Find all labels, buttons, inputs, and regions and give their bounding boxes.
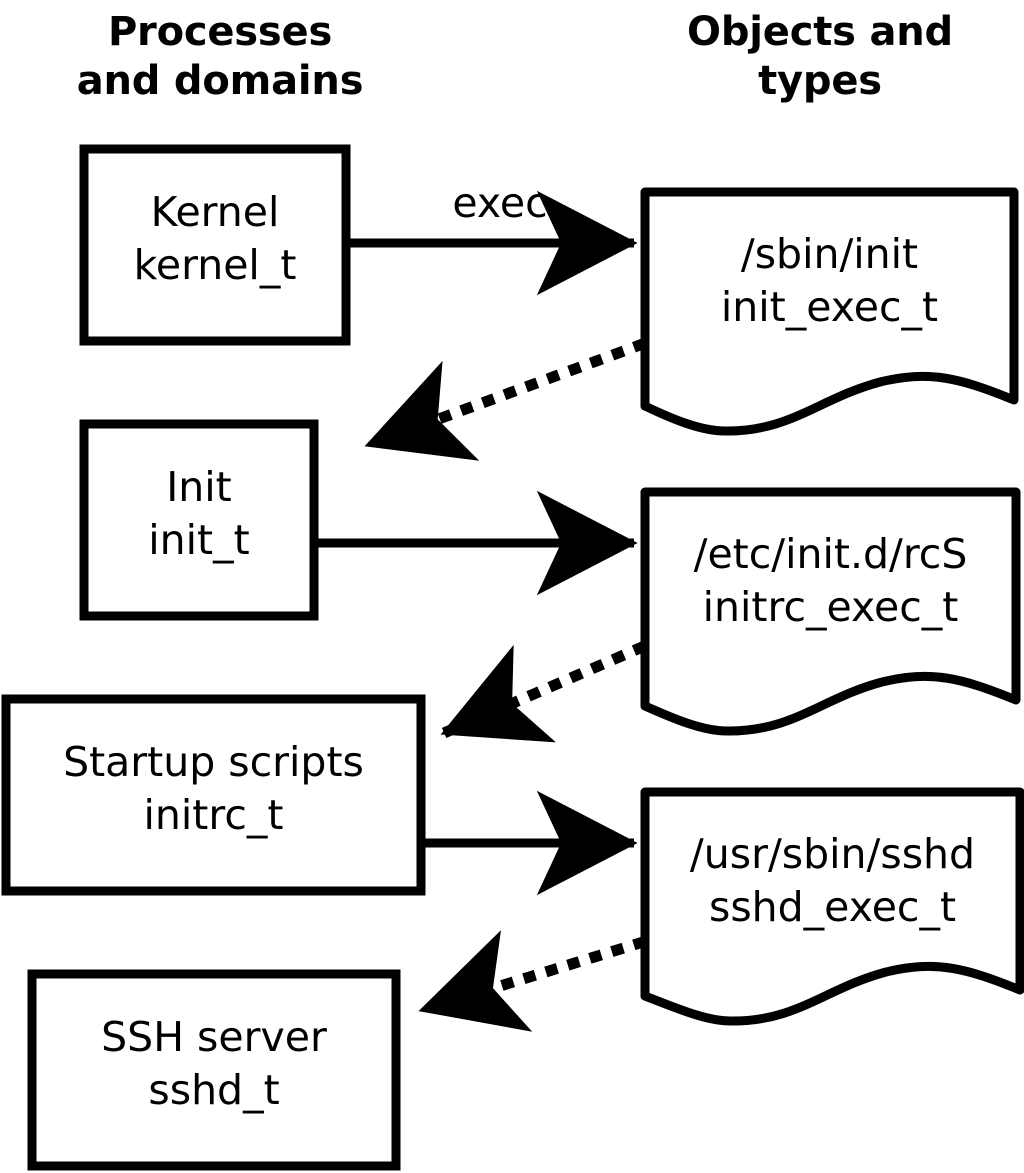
node-label-init-exec: /sbin/init init_exec_t bbox=[645, 228, 1014, 334]
node-label-initrc-exec: /etc/init.d/rcS initrc_exec_t bbox=[645, 528, 1016, 634]
node-label-init-exec-line1: /sbin/init bbox=[740, 230, 919, 278]
node-label-kernel-line2: kernel_t bbox=[133, 241, 297, 289]
node-label-init-line1: Init bbox=[166, 463, 232, 511]
node-label-initrc-line1: Startup scripts bbox=[63, 738, 364, 786]
edge-transition-sshd-exec-to-sshd[interactable] bbox=[415, 930, 647, 1032]
edge-transition-init-exec-to-init[interactable] bbox=[360, 337, 648, 461]
node-label-initrc-exec-line2: initrc_exec_t bbox=[702, 583, 959, 631]
edge-transition-initrc-exec-to-initrc[interactable] bbox=[436, 640, 648, 743]
node-doc-sshd-exec[interactable] bbox=[640, 787, 1024, 1026]
node-box-kernel[interactable] bbox=[79, 144, 351, 346]
node-label-kernel-line1: Kernel bbox=[150, 188, 280, 236]
node-doc-initrc-exec[interactable] bbox=[640, 487, 1021, 736]
node-label-init-exec-line2: init_exec_t bbox=[720, 283, 939, 331]
node-label-initrc: Startup scripts initrc_t bbox=[6, 736, 421, 842]
column-header-processes: Processes and domains bbox=[20, 8, 420, 106]
node-box-init[interactable] bbox=[79, 419, 319, 621]
column-header-objects-line1: Objects and bbox=[687, 9, 953, 55]
node-label-kernel: Kernel kernel_t bbox=[84, 186, 346, 292]
node-box-initrc[interactable] bbox=[1, 694, 426, 896]
node-box-sshd[interactable] bbox=[27, 969, 401, 1171]
column-header-processes-line2: and domains bbox=[76, 58, 364, 104]
column-header-objects: Objects and types bbox=[620, 8, 1020, 106]
column-header-objects-line2: types bbox=[758, 58, 882, 104]
column-header-processes-line1: Processes bbox=[107, 9, 333, 55]
node-label-sshd-line2: sshd_t bbox=[148, 1066, 280, 1114]
node-doc-init-exec[interactable] bbox=[640, 187, 1019, 436]
node-label-initrc-exec-line1: /etc/init.d/rcS bbox=[693, 530, 968, 578]
node-label-sshd-exec-line1: /usr/sbin/sshd bbox=[689, 830, 976, 878]
node-label-sshd-line1: SSH server bbox=[101, 1013, 327, 1061]
edge-label-exec: exec bbox=[452, 179, 548, 227]
node-label-init-line2: init_t bbox=[148, 516, 250, 564]
node-label-sshd-exec-line2: sshd_exec_t bbox=[708, 883, 957, 931]
node-label-init: Init init_t bbox=[84, 461, 314, 567]
node-label-initrc-line2: initrc_t bbox=[143, 791, 284, 839]
node-label-sshd-exec: /usr/sbin/sshd sshd_exec_t bbox=[645, 828, 1020, 934]
node-label-sshd: SSH server sshd_t bbox=[32, 1011, 396, 1117]
